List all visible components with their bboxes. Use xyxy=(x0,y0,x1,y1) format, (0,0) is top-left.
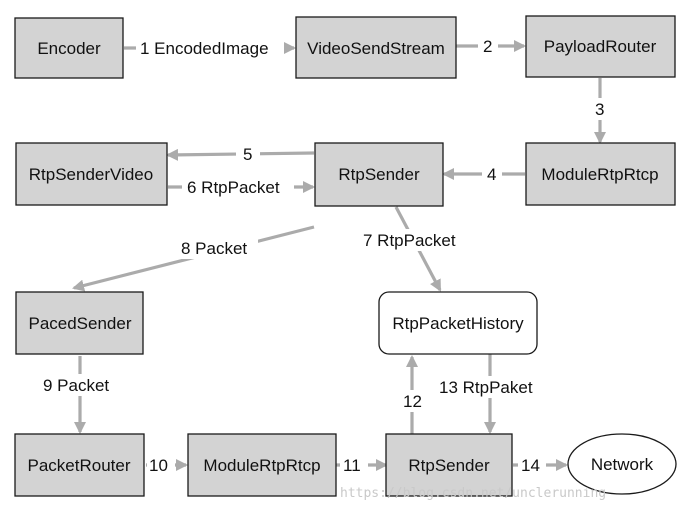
node-rtppackethistory: RtpPacketHistory xyxy=(378,291,538,355)
node-videosendstream-label: VideoSendStream xyxy=(307,39,445,58)
edge-label-3: 3 xyxy=(595,100,604,119)
edge-label-11: 11 xyxy=(343,456,361,475)
edge-label-8: 8 Packet xyxy=(181,239,247,258)
node-payloadrouter-label: PayloadRouter xyxy=(544,37,657,56)
node-rtpsendervideo: RtpSenderVideo xyxy=(15,142,168,206)
node-modulertprtcp-bottom-label: ModuleRtpRtcp xyxy=(203,456,320,475)
node-network-label: Network xyxy=(591,455,654,474)
node-rtpsender-top: RtpSender xyxy=(314,142,444,207)
node-rtppackethistory-label: RtpPacketHistory xyxy=(392,314,524,333)
edge-label-5: 5 xyxy=(243,145,252,164)
edge-label-14: 14 xyxy=(521,456,540,475)
node-payloadrouter: PayloadRouter xyxy=(525,15,676,78)
edge-label-2: 2 xyxy=(483,37,492,56)
edge-label-10: 10 xyxy=(149,456,168,475)
node-network: Network xyxy=(567,433,677,495)
nodes: Encoder VideoSendStream PayloadRouter Rt… xyxy=(14,15,677,497)
edge-label-1: 1 EncodedImage xyxy=(140,39,269,58)
node-rtpsendervideo-label: RtpSenderVideo xyxy=(29,165,153,184)
node-rtpsender-bottom: RtpSender xyxy=(385,433,513,497)
edge-label-7: 7 RtpPacket xyxy=(363,231,456,250)
node-encoder-label: Encoder xyxy=(37,39,101,58)
edge-label-4: 4 xyxy=(487,165,496,184)
node-encoder: Encoder xyxy=(14,17,124,79)
edge-labels: 1 EncodedImage 2 3 4 5 6 RtpPacket 7 Rtp… xyxy=(38,35,611,476)
node-rtpsender-bottom-label: RtpSender xyxy=(408,456,490,475)
watermark: https://blog.csdn.net/unclerunning xyxy=(340,486,606,501)
node-pacedsender: PacedSender xyxy=(15,291,144,355)
node-modulertprtcp-top-label: ModuleRtpRtcp xyxy=(541,165,658,184)
edge-label-9: 9 Packet xyxy=(43,376,109,395)
node-packetrouter-label: PacketRouter xyxy=(28,456,131,475)
edge-label-6: 6 RtpPacket xyxy=(187,178,280,197)
edge-label-13: 13 RtpPaket xyxy=(439,378,533,397)
node-modulertprtcp-top: ModuleRtpRtcp xyxy=(525,142,676,206)
edge-label-12: 12 xyxy=(403,392,422,411)
node-rtpsender-top-label: RtpSender xyxy=(338,165,420,184)
node-modulertprtcp-bottom: ModuleRtpRtcp xyxy=(187,433,337,497)
node-videosendstream: VideoSendStream xyxy=(295,16,457,79)
node-packetrouter: PacketRouter xyxy=(14,433,145,497)
edges xyxy=(72,40,606,471)
node-pacedsender-label: PacedSender xyxy=(28,314,131,333)
